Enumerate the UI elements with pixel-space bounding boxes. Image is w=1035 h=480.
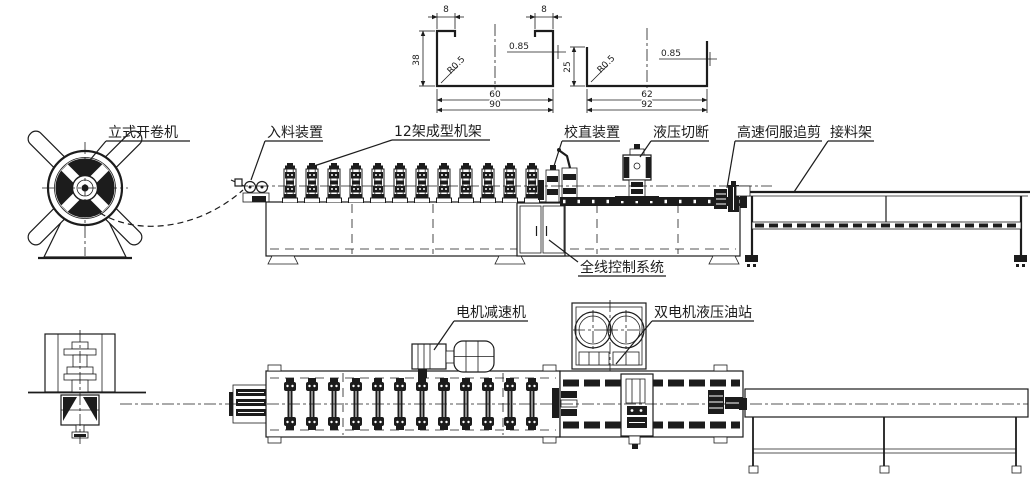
shear-carriage (620, 373, 654, 449)
roll-stand (392, 163, 408, 203)
label-feeder: 入料装置 (250, 125, 323, 181)
forming-mill-plan (265, 340, 561, 444)
plan-view: 电机减速机 双电机液压油站 (28, 300, 1029, 474)
roll-stand (436, 163, 452, 203)
label-servo-shear: 高速伺服追剪 (726, 124, 822, 189)
roll-stand (348, 163, 364, 203)
control-cabinet (516, 202, 566, 257)
dim-lip-right: 8 (541, 5, 547, 15)
bed-foot (494, 255, 526, 265)
hydraulic-cutter-elevation (615, 144, 659, 201)
dim-thickness-right: 0.85 (661, 49, 681, 59)
svg-text:全线控制系统: 全线控制系统 (580, 259, 664, 276)
roll-stand (502, 163, 518, 203)
svg-text:立式开卷机: 立式开卷机 (108, 125, 178, 141)
straightener-elevation (538, 148, 578, 203)
roll-stand (414, 163, 430, 203)
roll-stand (326, 163, 342, 203)
label-hydraulic-station: 双电机液压油站 (615, 305, 754, 365)
hydraulic-station-plan (571, 300, 647, 374)
dim-height-left: 38 (412, 54, 422, 66)
label-line-control: 全线控制系统 (548, 239, 666, 277)
svg-text:液压切断: 液压切断 (653, 125, 709, 141)
dim-width-outer-right: 92 (641, 100, 652, 110)
label-receiving-rack: 接料架 (793, 124, 874, 193)
roll-stand (282, 163, 298, 203)
shear-track-plan (552, 364, 744, 449)
profile-section-right: 25 R0.5 0.85 62 92 (563, 28, 717, 113)
decoiler-plan (28, 330, 146, 444)
dim-lip-left: 8 (443, 5, 449, 15)
motor-reducer-plan (411, 340, 495, 378)
elevation-labels: 立式开卷机 入料装置 12架成型机架 校直装置 液压切断 (89, 124, 874, 277)
label-decoiler: 立式开卷机 (89, 125, 190, 161)
elevation-view: 立式开卷机 入料装置 12架成型机架 校直装置 液压切断 (27, 124, 1030, 277)
svg-text:高速伺服追剪: 高速伺服追剪 (737, 124, 821, 141)
profile-section-left: 8 8 38 R0.5 0.85 60 90 (412, 5, 566, 113)
svg-text:电机减速机: 电机减速机 (456, 305, 526, 321)
svg-text:12架成型机架: 12架成型机架 (394, 124, 482, 140)
shear-track-elevation (560, 197, 743, 206)
receiving-table-plan (739, 388, 1029, 474)
decoiler-elevation (27, 130, 143, 260)
roll-stand (304, 163, 320, 203)
roll-stand (480, 163, 496, 203)
receiving-rack-elevation (735, 185, 1030, 267)
label-hydraulic-cutoff: 液压切断 (639, 125, 709, 158)
feeder-elevation (230, 178, 270, 203)
plan-labels: 电机减速机 双电机液压油站 (433, 305, 754, 365)
label-motor-reducer: 电机减速机 (433, 305, 528, 351)
svg-text:校直装置: 校直装置 (564, 124, 620, 141)
label-straightener: 校直装置 (553, 124, 620, 167)
roll-stand (370, 163, 386, 203)
bed-foot (708, 255, 740, 265)
dim-height-right: 25 (563, 61, 573, 72)
dim-radius-right: R0.5 (596, 54, 618, 76)
dim-radius-left: R0.5 (446, 55, 468, 77)
roll-stand (458, 163, 474, 203)
servo-shear-elevation (714, 181, 747, 212)
dim-width-inner-right: 62 (641, 90, 652, 100)
svg-text:接料架: 接料架 (830, 124, 872, 141)
dim-thickness-left: 0.85 (509, 42, 529, 52)
dim-width-inner-left: 60 (489, 90, 501, 100)
forming-mill-bed (265, 201, 741, 265)
strip-material-curve (99, 189, 244, 227)
label-forming-mill: 12架成型机架 (313, 124, 490, 167)
svg-text:入料装置: 入料装置 (267, 125, 323, 141)
svg-text:双电机液压油站: 双电机液压油站 (654, 305, 752, 321)
dim-width-outer-left: 90 (489, 100, 501, 110)
roll-stands (282, 163, 540, 203)
roll-stand (524, 163, 540, 203)
bed-foot (267, 255, 299, 265)
